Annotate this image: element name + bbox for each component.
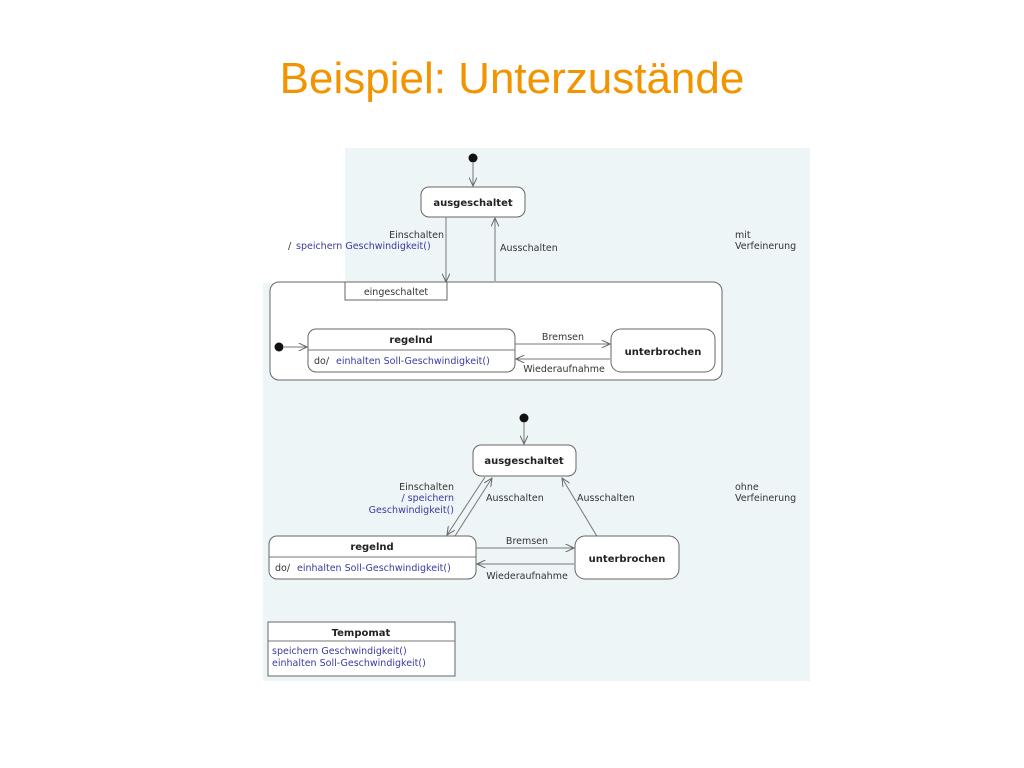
- bottom-label-bremsen: Bremsen: [506, 536, 548, 547]
- bottom-state-ausgeschaltet-label: ausgeschaltet: [484, 456, 563, 467]
- bottom-note-verfeinerung: Verfeinerung: [735, 493, 796, 504]
- bottom-label-geschwindigkeit: Geschwindigkeit(): [369, 505, 454, 516]
- figure-corner-blank: [263, 148, 345, 283]
- top-diagram: ausgeschaltet Einschalten / speichern Ge…: [269, 153, 796, 381]
- bottom-arrow-einschalten: [447, 476, 486, 535]
- top-initial-node: [468, 153, 478, 163]
- class-box-tempomat: Tempomat speichern Geschwindigkeit() ein…: [267, 621, 456, 677]
- bottom-diagram: ausgeschaltet Einschalten / speichern Ge…: [268, 413, 796, 582]
- top-label-wiederaufnahme: Wiederaufnahme: [523, 364, 605, 375]
- bottom-label-wiederaufnahme: Wiederaufnahme: [486, 571, 568, 582]
- top-state-ausgeschaltet[interactable]: [420, 186, 526, 218]
- bottom-initial-node: [519, 413, 529, 423]
- top-label-ausschalten: Ausschalten: [500, 243, 558, 254]
- class-box-frame[interactable]: [267, 621, 456, 677]
- bottom-regelnd-do-action: einhalten Soll-Geschwindigkeit(): [297, 563, 451, 574]
- top-state-ausgeschaltet-label: ausgeschaltet: [433, 198, 512, 209]
- bottom-state-unterbrochen-label: unterbrochen: [589, 554, 666, 565]
- slide-title: Beispiel: Unterzustände: [279, 54, 745, 103]
- class-box-name: Tempomat: [332, 628, 391, 639]
- bottom-label-speichern: / speichern: [401, 493, 454, 504]
- top-state-unterbrochen-label: unterbrochen: [625, 347, 702, 358]
- top-regelnd-do-action: einhalten Soll-Geschwindigkeit(): [336, 356, 490, 367]
- bottom-note-ohne: ohne: [735, 482, 759, 493]
- diagram-figure: [263, 148, 810, 681]
- bottom-state-regelnd-label: regelnd: [350, 542, 393, 553]
- top-label-einschalten: Einschalten: [389, 230, 444, 241]
- bottom-arrow-ausschalten-right: [562, 478, 599, 539]
- top-state-unterbrochen[interactable]: [610, 328, 716, 373]
- bottom-state-ausgeschaltet[interactable]: [472, 444, 577, 477]
- top-composite-label: eingeschaltet: [364, 287, 429, 298]
- top-inner-initial-node: [274, 342, 284, 352]
- class-box-operation: einhalten Soll-Geschwindigkeit(): [272, 658, 426, 669]
- top-note-mit: mit: [735, 230, 751, 241]
- top-label-bremsen: Bremsen: [542, 332, 584, 343]
- top-composite-name-tab: [344, 281, 448, 301]
- bottom-label-ausschalten-right: Ausschalten: [577, 493, 635, 504]
- bottom-state-unterbrochen[interactable]: [574, 535, 680, 580]
- bottom-arrow-ausschalten-left: [454, 478, 492, 537]
- top-label-action-slash: /: [288, 241, 292, 252]
- top-state-regelnd-label: regelnd: [389, 335, 432, 346]
- top-note-verfeinerung: Verfeinerung: [735, 241, 796, 252]
- bottom-regelnd-do: do/: [275, 563, 291, 574]
- bottom-label-ausschalten-left: Ausschalten: [486, 493, 544, 504]
- bottom-label-einschalten: Einschalten: [399, 482, 454, 493]
- top-label-speichern: speichern Geschwindigkeit(): [296, 241, 431, 252]
- top-regelnd-do: do/: [314, 356, 330, 367]
- class-box-operation: speichern Geschwindigkeit(): [272, 646, 407, 657]
